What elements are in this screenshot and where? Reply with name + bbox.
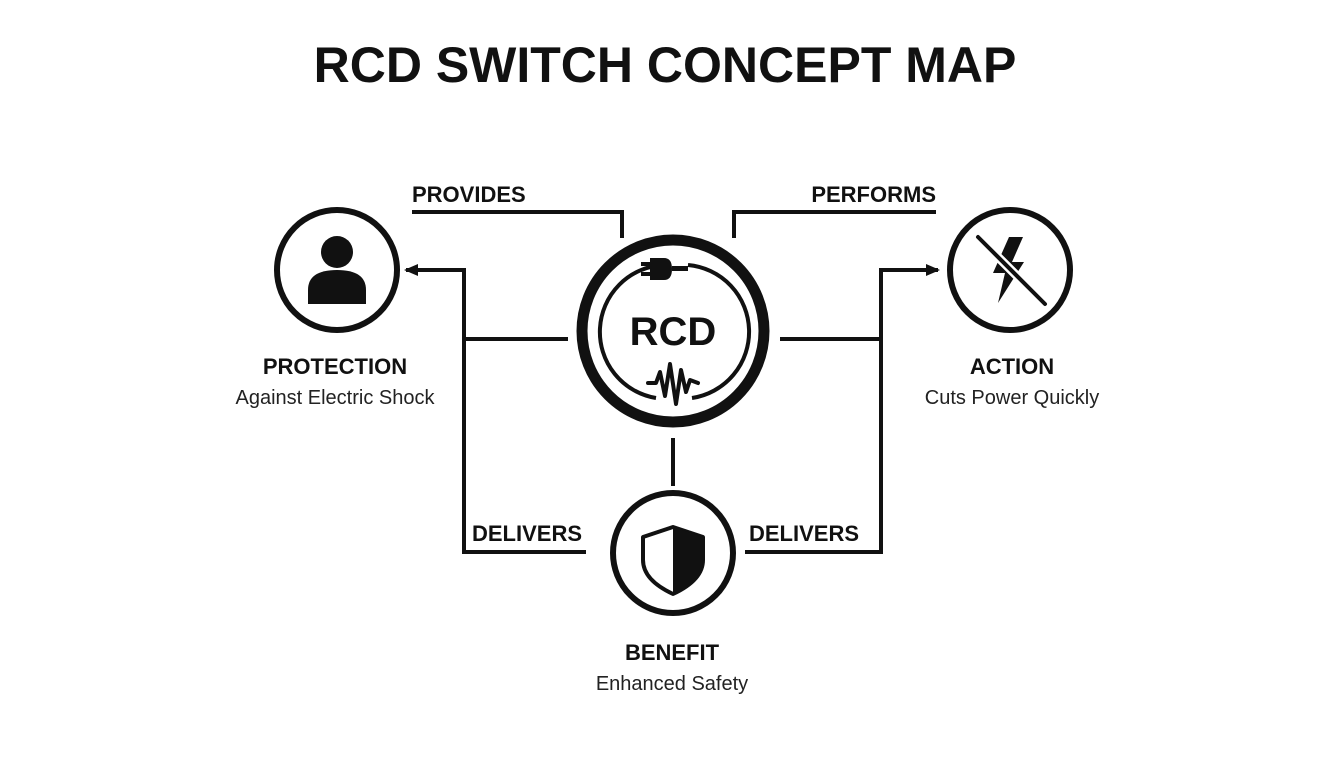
- connector-center-to-action: [780, 264, 940, 341]
- connector-center-to-protection: [404, 264, 568, 341]
- protection-subtitle: Against Electric Shock: [236, 387, 436, 409]
- action-node: [947, 207, 1073, 333]
- benefit-subtitle: Enhanced Safety: [596, 673, 748, 695]
- benefit-title: BENEFIT: [625, 640, 720, 665]
- connector-delivers-left: [462, 339, 586, 554]
- page-title: RCD SWITCH CONCEPT MAP: [314, 37, 1017, 93]
- connector-delivers-right: [745, 339, 883, 554]
- rcd-label: RCD: [630, 310, 717, 354]
- edge-label-provides: PROVIDES: [412, 182, 526, 207]
- connector-provides: [412, 210, 624, 238]
- protection-title: PROTECTION: [263, 354, 407, 379]
- action-subtitle: Cuts Power Quickly: [925, 387, 1100, 409]
- shield-icon: [641, 525, 705, 596]
- waveform-icon: [646, 362, 700, 406]
- rcd-center-node: RCD: [576, 234, 770, 428]
- action-title: ACTION: [970, 354, 1054, 379]
- connector-performs: [732, 210, 936, 238]
- benefit-node: [610, 490, 736, 616]
- person-icon: [308, 236, 366, 304]
- edge-label-performs: PERFORMS: [811, 182, 936, 207]
- edge-label-delivers-left: DELIVERS: [472, 521, 582, 546]
- no-lightning-icon: [973, 232, 1050, 309]
- edge-label-delivers-right: DELIVERS: [749, 521, 859, 546]
- protection-node: [274, 207, 400, 333]
- plug-icon: [641, 258, 688, 280]
